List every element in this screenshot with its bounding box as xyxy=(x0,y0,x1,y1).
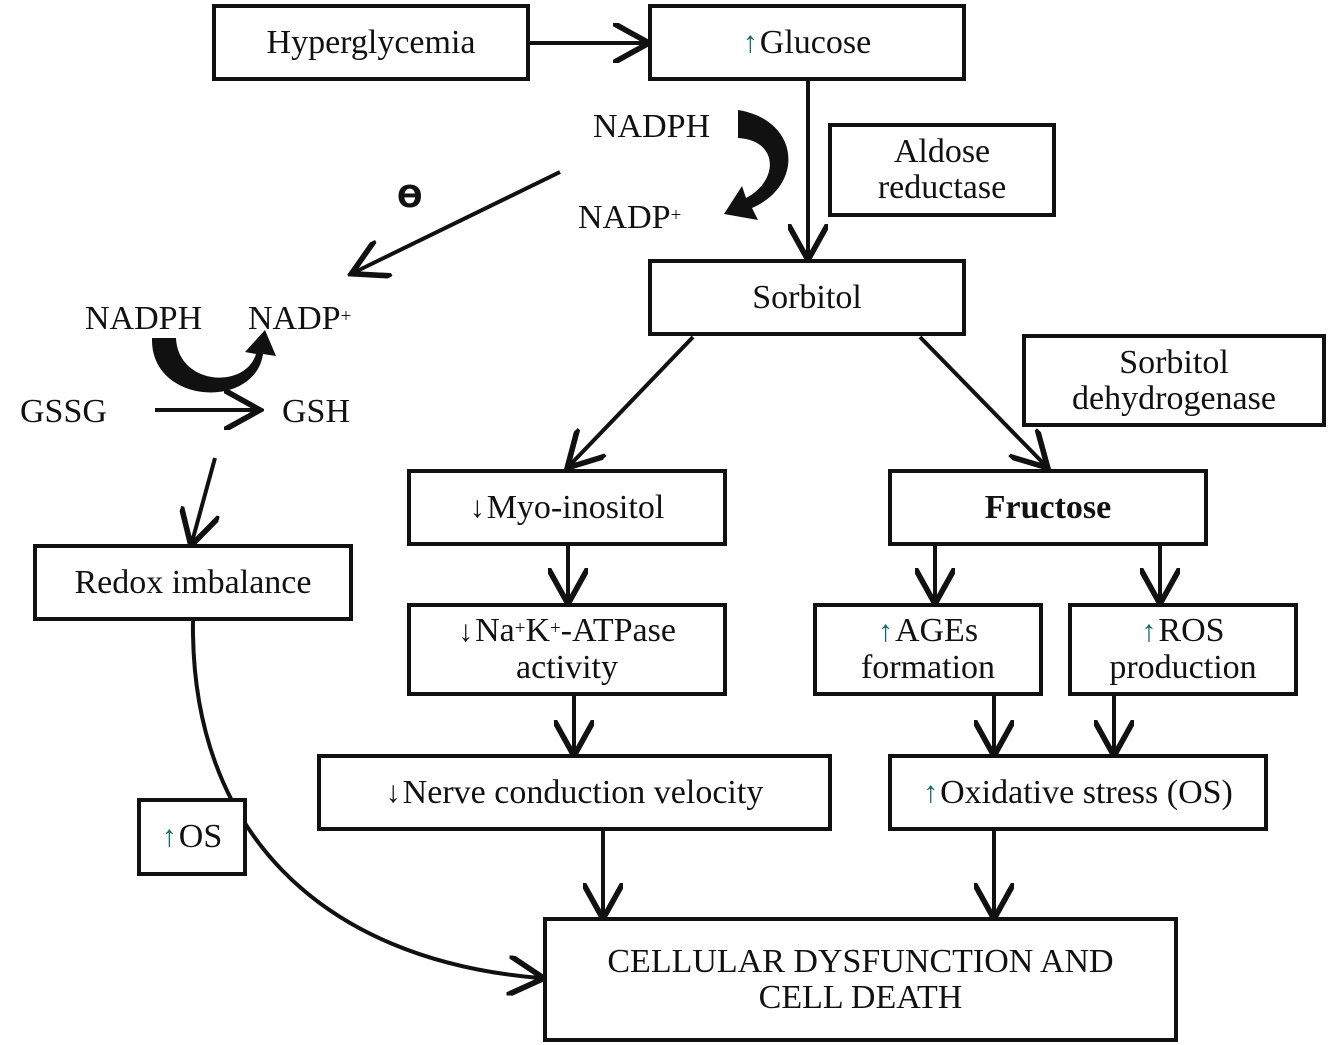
nerve-conduction-box: ↓Nerve conduction velocity xyxy=(317,754,832,831)
cell-death-line2: CELL DEATH xyxy=(758,978,963,1016)
increase-arrow-icon: ↑ xyxy=(923,775,939,809)
ros-line1: ↑ROS xyxy=(1141,613,1224,650)
myo-inositol-box: ↓Myo-inositol xyxy=(407,469,727,546)
sorbitol-dehydrogenase-line1: Sorbitol xyxy=(1119,343,1229,381)
arrow-sorbitol-to-myo-inositol xyxy=(570,335,695,465)
ros-production-box: ↑ROS production xyxy=(1068,603,1298,696)
redox-imbalance-box: Redox imbalance xyxy=(33,544,353,621)
ages-formation-box: ↑AGEs formation xyxy=(813,603,1043,696)
sodium-charge: + xyxy=(514,618,526,639)
na-k-atpase-line1: ↓Na+K+-ATPase xyxy=(458,613,676,650)
potassium-text: K xyxy=(525,612,550,649)
nadph-left-label: NADPH xyxy=(85,300,203,337)
atpase-text: -ATPase xyxy=(560,612,676,649)
na-k-atpase-box: ↓Na+K+-ATPase activity xyxy=(407,603,727,696)
ros-line2: production xyxy=(1109,649,1257,686)
sorbitol-dehydrogenase-box: Sorbitol dehydrogenase xyxy=(1022,334,1326,427)
aldose-reductase-line2: reductase xyxy=(877,169,1007,206)
myo-inositol-label: Myo-inositol xyxy=(486,488,665,526)
os-increase-box: ↑OS xyxy=(137,798,247,876)
cell-death-box: CELLULAR DYSFUNCTION AND CELL DEATH xyxy=(543,917,1178,1042)
oxidative-stress-box: ↑Oxidative stress (OS) xyxy=(888,754,1268,831)
nadph-top-label: NADPH xyxy=(593,108,711,145)
increase-arrow-icon: ↑ xyxy=(877,615,893,648)
ros-text: ROS xyxy=(1158,612,1225,649)
increase-arrow-icon: ↑ xyxy=(161,820,177,853)
sorbitol-box: Sorbitol xyxy=(648,259,966,336)
glucose-label: Glucose xyxy=(759,23,872,61)
hyperglycemia-label: Hyperglycemia xyxy=(266,23,476,61)
cell-death-line1: CELLULAR DYSFUNCTION AND xyxy=(607,942,1114,980)
nadp-top-label: NADP+ xyxy=(578,200,681,236)
aldose-reductase-line1: Aldose xyxy=(893,133,991,170)
oxidative-stress-label: Oxidative stress (OS) xyxy=(940,773,1233,811)
arrow-sorbitol-to-fructose xyxy=(918,335,1045,465)
arrow-redox-to-cell-death xyxy=(190,619,540,978)
nadp-left-label: NADP+ xyxy=(248,301,351,337)
potassium-charge: + xyxy=(550,618,561,639)
nadp-top-text: NADP xyxy=(578,199,671,236)
increase-arrow-icon: ↑ xyxy=(742,25,758,59)
glucose-box: ↑Glucose xyxy=(648,4,966,81)
ages-line2: formation xyxy=(860,649,996,686)
os-label: OS xyxy=(178,818,223,855)
nerve-conduction-label: Nerve conduction velocity xyxy=(402,773,764,811)
nadp-left-text: NADP xyxy=(248,300,341,337)
ages-line1: ↑AGEs xyxy=(878,613,978,650)
arrow-inhibition-to-glutathione xyxy=(355,170,561,272)
increase-arrow-icon: ↑ xyxy=(1141,615,1157,648)
nadp-top-charge: + xyxy=(670,205,682,226)
gsh-label: GSH xyxy=(282,393,351,430)
fructose-label: Fructose xyxy=(984,488,1112,526)
curved-arrow-nadph-to-nadp-left xyxy=(151,330,276,393)
decrease-arrow-icon: ↓ xyxy=(458,615,474,648)
curved-arrow-nadph-to-nadp-top xyxy=(724,110,789,220)
ages-text: AGEs xyxy=(894,612,979,649)
aldose-reductase-box: Aldose reductase xyxy=(828,123,1056,217)
arrow-glutathione-to-redox xyxy=(192,457,215,542)
sorbitol-dehydrogenase-line2: dehydrogenase xyxy=(1072,379,1276,417)
decrease-arrow-icon: ↓ xyxy=(385,775,401,809)
nadp-left-charge: + xyxy=(340,306,352,327)
redox-imbalance-label: Redox imbalance xyxy=(74,563,312,601)
na-k-atpase-line2: activity xyxy=(516,649,618,686)
decrease-arrow-icon: ↓ xyxy=(469,490,485,524)
gssg-label: GSSG xyxy=(20,393,107,430)
sorbitol-label: Sorbitol xyxy=(752,278,862,316)
inhibition-icon: ϴ xyxy=(397,180,423,215)
hyperglycemia-box: Hyperglycemia xyxy=(212,4,530,81)
sodium-text: Na xyxy=(475,612,515,649)
fructose-box: Fructose xyxy=(888,469,1208,546)
